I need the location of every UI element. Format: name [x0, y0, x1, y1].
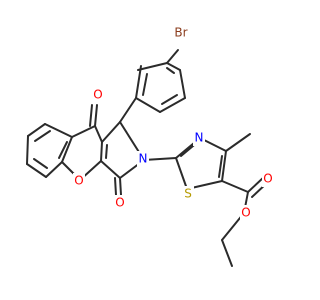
- bond-benzo-2: [27, 123, 46, 137]
- bond-top-co: [94, 104, 98, 127]
- bond-benzo-4: [26, 163, 47, 178]
- bond-phenyl-inner-3: [166, 67, 175, 74]
- molecule-canvas: Br O O O N N S O O: [26, 25, 274, 267]
- bond-benzo-1: [44, 123, 73, 138]
- label-bg-lactam-o: [114, 195, 126, 211]
- bond-n-thiazole: [143, 157, 177, 161]
- bond-c2-c1: [100, 141, 103, 162]
- bond-ch-c1: [101, 121, 121, 143]
- bond-phenyl-2: [135, 65, 142, 99]
- label-bg-thiazole-n: [193, 130, 205, 146]
- bond-ar1-ar2: [61, 136, 73, 163]
- bond-c2-c1-double: [105, 144, 108, 159]
- bond-c1-co: [94, 125, 103, 143]
- lactam-nitrogen-label: N: [139, 152, 148, 166]
- label-bg-ring-o: [73, 173, 85, 189]
- bond-phenyl-3: [135, 97, 161, 113]
- thiazole-sulfur-label: S: [184, 187, 192, 201]
- bond-benzo-inner-2: [33, 158, 48, 169]
- ester-carbonyl-oxygen-label: O: [263, 172, 272, 186]
- label-bg-br: [172, 25, 190, 41]
- bond-co-ar1: [71, 125, 96, 138]
- bond-cco-o-double: [114, 177, 117, 196]
- bond-thiazole-2: [175, 157, 188, 190]
- label-bg-lactam-n: [137, 151, 149, 167]
- bond-phenyl-6: [166, 62, 181, 71]
- molecule-structure: Br O O O N N S O O: [26, 25, 274, 267]
- bond-ester-1: [221, 180, 249, 193]
- bond-benzo-inner-3: [58, 141, 68, 159]
- carbonyl-oxygen-lactam-label: O: [115, 196, 124, 210]
- bond-phenyl-5: [179, 69, 186, 99]
- thiazole-nitrogen-label: N: [195, 131, 204, 145]
- label-bg-top-o: [92, 87, 104, 103]
- bond-thiazole-inner-2: [218, 155, 223, 178]
- ring-oxygen-label: O: [74, 174, 83, 188]
- carbonyl-oxygen-top-label: O: [93, 88, 102, 102]
- bond-cco-o: [119, 177, 122, 196]
- label-bg-ester-carbonyl-o: [262, 171, 274, 187]
- bond-cco-c2: [100, 160, 121, 179]
- bond-top-co-double: [89, 104, 93, 127]
- bond-thiazole-4: [221, 150, 227, 182]
- bond-ethyl-2: [221, 239, 233, 267]
- label-bg-thiazole-s: [182, 186, 194, 202]
- bond-benzo-3: [26, 135, 29, 165]
- bond-phenyl-inner-2: [161, 94, 178, 105]
- bond-br-c: [166, 49, 179, 64]
- bond-phenyl-ch: [119, 97, 137, 123]
- ester-oxygen-label: O: [241, 206, 250, 220]
- atom-labels: Br O O O N N S O O: [73, 25, 274, 221]
- bond-ester-carbonyl: [247, 176, 265, 193]
- bromine-label: Br: [174, 26, 187, 40]
- bond-phenyl-inner-1: [142, 73, 148, 96]
- bond-phenyl-4: [159, 97, 186, 113]
- bond-methyl: [225, 133, 251, 152]
- bond-phenyl-1: [137, 62, 168, 71]
- bond-benzo-5: [45, 161, 63, 178]
- label-bg-ester-o: [240, 205, 252, 221]
- bond-benzo-inner-1: [34, 130, 51, 142]
